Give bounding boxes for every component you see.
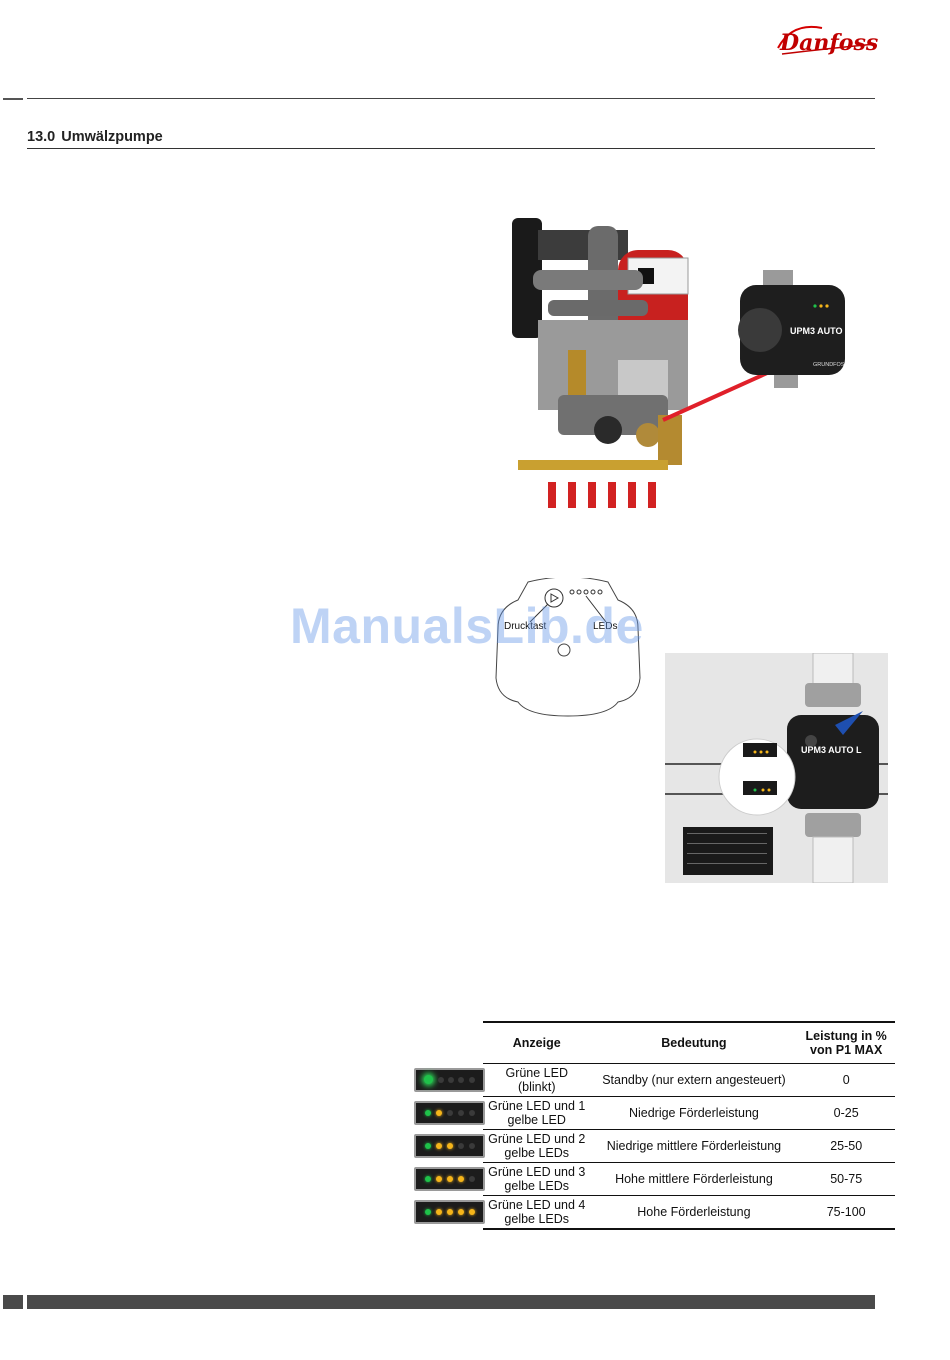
cell-anzeige: Grüne LED (blinkt) (483, 1063, 591, 1097)
led-yellow-icon (457, 1175, 464, 1182)
cell-bedeutung: Niedrige mittlere Förderleistung (590, 1129, 798, 1163)
system-photo: UPM3 AUTO L GRUNDFOS (512, 218, 851, 508)
header-rule-short (3, 98, 23, 100)
section-rule (27, 148, 875, 149)
cell-bedeutung: Hohe mittlere Förderleistung (590, 1162, 798, 1196)
cell-leistung: 50-75 (797, 1162, 895, 1196)
cell-leistung: 75-100 (797, 1195, 895, 1230)
led-yellow-icon (446, 1175, 453, 1182)
cell-anzeige: Grüne LED und 3 gelbe LEDs (483, 1162, 591, 1196)
pump-closeup-photo: UPM3 AUTO L (665, 653, 888, 883)
danfoss-logo: Danfoss (777, 26, 878, 56)
led-indicator-strip (414, 1133, 485, 1158)
table-row: Grüne LED und 3 gelbe LEDs Hohe mittlere… (483, 1162, 895, 1196)
header-rule (27, 98, 875, 99)
led-indicator-strip (414, 1067, 485, 1092)
led-green-icon (424, 1109, 431, 1116)
led-yellow-icon (457, 1209, 464, 1215)
led-off-icon (468, 1142, 475, 1149)
led-yellow-icon (435, 1175, 442, 1182)
table-row: Grüne LED und 1 gelbe LED Niedrige Förde… (483, 1096, 895, 1130)
led-off-icon (446, 1109, 453, 1116)
column-header-anzeige: Anzeige (483, 1021, 591, 1064)
column-header-bedeutung: Bedeutung (590, 1021, 798, 1064)
led-off-icon (468, 1109, 475, 1116)
led-green-icon (424, 1209, 431, 1215)
section-heading: 13.0 Umwälzpumpe (27, 129, 163, 145)
pump-brand: GRUNDFOS (813, 362, 845, 368)
brand-name: Danfoss (779, 30, 878, 56)
led-off-icon (468, 1175, 475, 1182)
pump-label: UPM3 AUTO L (790, 326, 851, 336)
led-status-table: Anzeige Bedeutung Leistung in % von P1 M… (483, 1021, 895, 1230)
led-indicator-strip (414, 1200, 485, 1224)
table-row: Grüne LED (blinkt) Standby (nur extern a… (483, 1063, 895, 1097)
cell-anzeige: Grüne LED und 4 gelbe LEDs (483, 1195, 591, 1230)
led-off-icon (468, 1076, 475, 1083)
cell-bedeutung: Standby (nur extern angesteuert) (590, 1063, 798, 1097)
led-indicator-strip (414, 1166, 485, 1191)
led-green-icon (424, 1075, 434, 1084)
footer-bar-short (3, 1295, 23, 1309)
leds-callout-label: LEDs (593, 621, 618, 632)
led-green-icon (424, 1175, 431, 1182)
table-row: Grüne LED und 2 gelbe LEDs Niedrige mitt… (483, 1129, 895, 1163)
led-yellow-icon (435, 1209, 442, 1215)
led-off-icon (457, 1109, 464, 1116)
led-green-icon (424, 1142, 431, 1149)
led-off-icon (437, 1076, 444, 1083)
cell-anzeige: Grüne LED und 2 gelbe LEDs (483, 1129, 591, 1163)
led-off-icon (458, 1076, 465, 1083)
led-off-icon (457, 1142, 464, 1149)
section-title: Umwälzpumpe (61, 129, 163, 145)
led-yellow-icon (468, 1209, 475, 1215)
cell-leistung: 0 (797, 1063, 895, 1097)
led-indicator-strip (414, 1100, 485, 1125)
button-callout-label: Drucktast (504, 621, 547, 632)
table-row: Grüne LED und 4 gelbe LEDs Hohe Förderle… (483, 1195, 895, 1230)
led-yellow-icon (446, 1209, 453, 1215)
section-number: 13.0 (27, 129, 56, 145)
cell-bedeutung: Hohe Förderleistung (590, 1195, 798, 1230)
cell-anzeige: Grüne LED und 1 gelbe LED (483, 1096, 591, 1130)
control-panel-diagram (495, 578, 641, 717)
pump-photo-label: UPM3 AUTO L (801, 745, 862, 755)
table-header-row: Anzeige Bedeutung Leistung in % von P1 M… (483, 1021, 895, 1064)
led-off-icon (447, 1076, 454, 1083)
led-yellow-icon (435, 1109, 442, 1116)
footer-bar (27, 1295, 875, 1309)
cell-leistung: 25-50 (797, 1129, 895, 1163)
column-header-leistung: Leistung in % von P1 MAX (797, 1021, 895, 1064)
watermark: ManualsLib.de (290, 598, 644, 654)
cell-leistung: 0-25 (797, 1096, 895, 1130)
led-yellow-icon (435, 1142, 442, 1149)
cell-bedeutung: Niedrige Förderleistung (590, 1096, 798, 1130)
led-yellow-icon (446, 1142, 453, 1149)
